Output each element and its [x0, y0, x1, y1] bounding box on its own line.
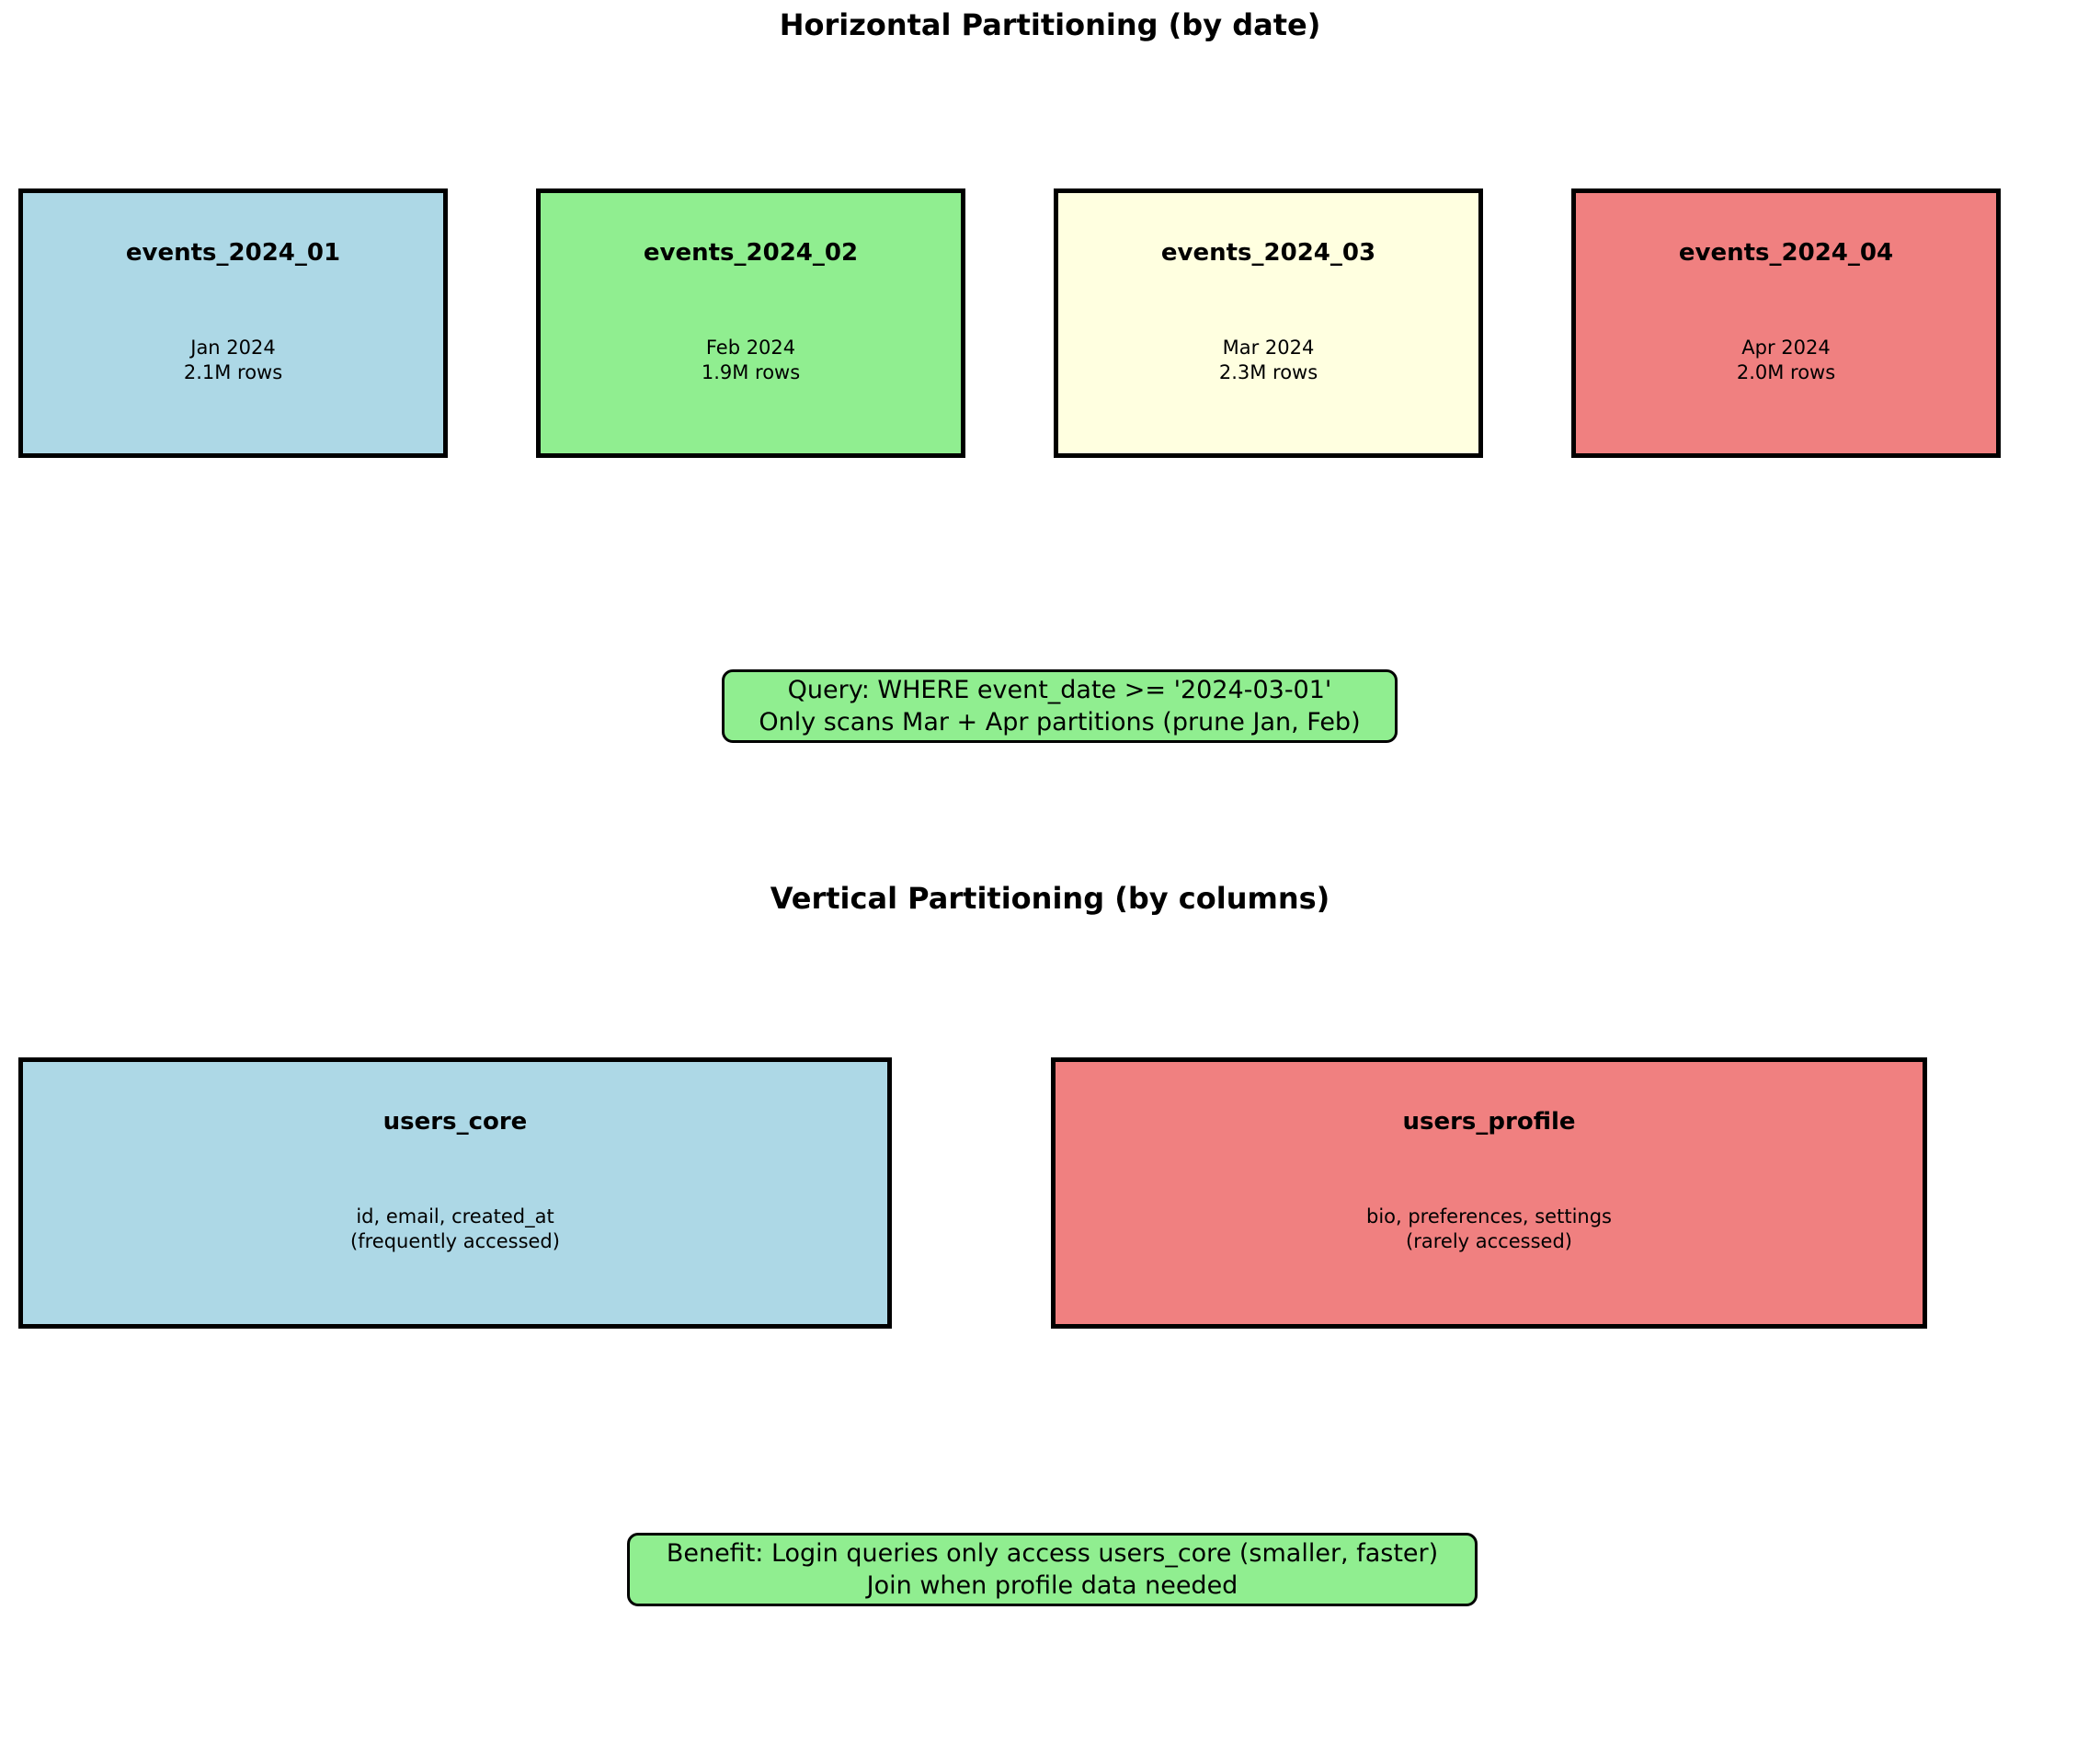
- benefit-note-line1: Benefit: Login queries only access users…: [666, 1539, 1439, 1568]
- partition-name: events_2024_01: [125, 239, 341, 267]
- table-detail: bio, preferences, settings (rarely acces…: [1056, 1205, 1923, 1254]
- table-name: users_core: [382, 1108, 528, 1136]
- partition-name: events_2024_02: [643, 239, 859, 267]
- query-note-line2: Only scans Mar + Apr partitions (prune J…: [759, 708, 1361, 736]
- benefit-note-line2: Join when profile data needed: [866, 1571, 1238, 1600]
- partition-detail: Jan 2024 2.1M rows: [23, 336, 443, 385]
- table-access-note: (frequently accessed): [350, 1230, 560, 1252]
- partition-box-events-2024-04: events_2024_04 Apr 2024 2.0M rows: [1571, 188, 2001, 458]
- partition-detail: Mar 2024 2.3M rows: [1058, 336, 1478, 385]
- table-access-note: (rarely accessed): [1406, 1230, 1572, 1252]
- partition-rowcount: 2.3M rows: [1218, 361, 1318, 383]
- horizontal-partitioning-title: Horizontal Partitioning (by date): [779, 7, 1321, 42]
- partition-period: Mar 2024: [1222, 337, 1315, 359]
- table-box-users-core: users_core id, email, created_at (freque…: [18, 1057, 892, 1329]
- partition-name: events_2024_03: [1160, 239, 1376, 267]
- benefit-note: Benefit: Login queries only access users…: [627, 1533, 1478, 1606]
- partition-box-events-2024-01: events_2024_01 Jan 2024 2.1M rows: [18, 188, 448, 458]
- partition-period: Feb 2024: [705, 337, 796, 359]
- vertical-partitioning-title: Vertical Partitioning (by columns): [770, 881, 1330, 916]
- table-name: users_profile: [1402, 1108, 1576, 1136]
- partition-rowcount: 1.9M rows: [701, 361, 801, 383]
- table-box-users-profile: users_profile bio, preferences, settings…: [1051, 1057, 1927, 1329]
- partition-period: Apr 2024: [1741, 337, 1831, 359]
- query-pruning-note: Query: WHERE event_date >= '2024-03-01' …: [722, 669, 1398, 743]
- table-detail: id, email, created_at (frequently access…: [23, 1205, 887, 1254]
- table-columns: id, email, created_at: [356, 1205, 554, 1227]
- partition-rowcount: 2.1M rows: [183, 361, 283, 383]
- partition-box-events-2024-02: events_2024_02 Feb 2024 1.9M rows: [536, 188, 965, 458]
- partition-detail: Feb 2024 1.9M rows: [541, 336, 961, 385]
- partition-name: events_2024_04: [1678, 239, 1894, 267]
- table-columns: bio, preferences, settings: [1365, 1205, 1612, 1227]
- partition-rowcount: 2.0M rows: [1736, 361, 1836, 383]
- partition-box-events-2024-03: events_2024_03 Mar 2024 2.3M rows: [1054, 188, 1483, 458]
- partition-detail: Apr 2024 2.0M rows: [1576, 336, 1996, 385]
- query-note-line1: Query: WHERE event_date >= '2024-03-01': [787, 676, 1332, 704]
- partition-period: Jan 2024: [190, 337, 276, 359]
